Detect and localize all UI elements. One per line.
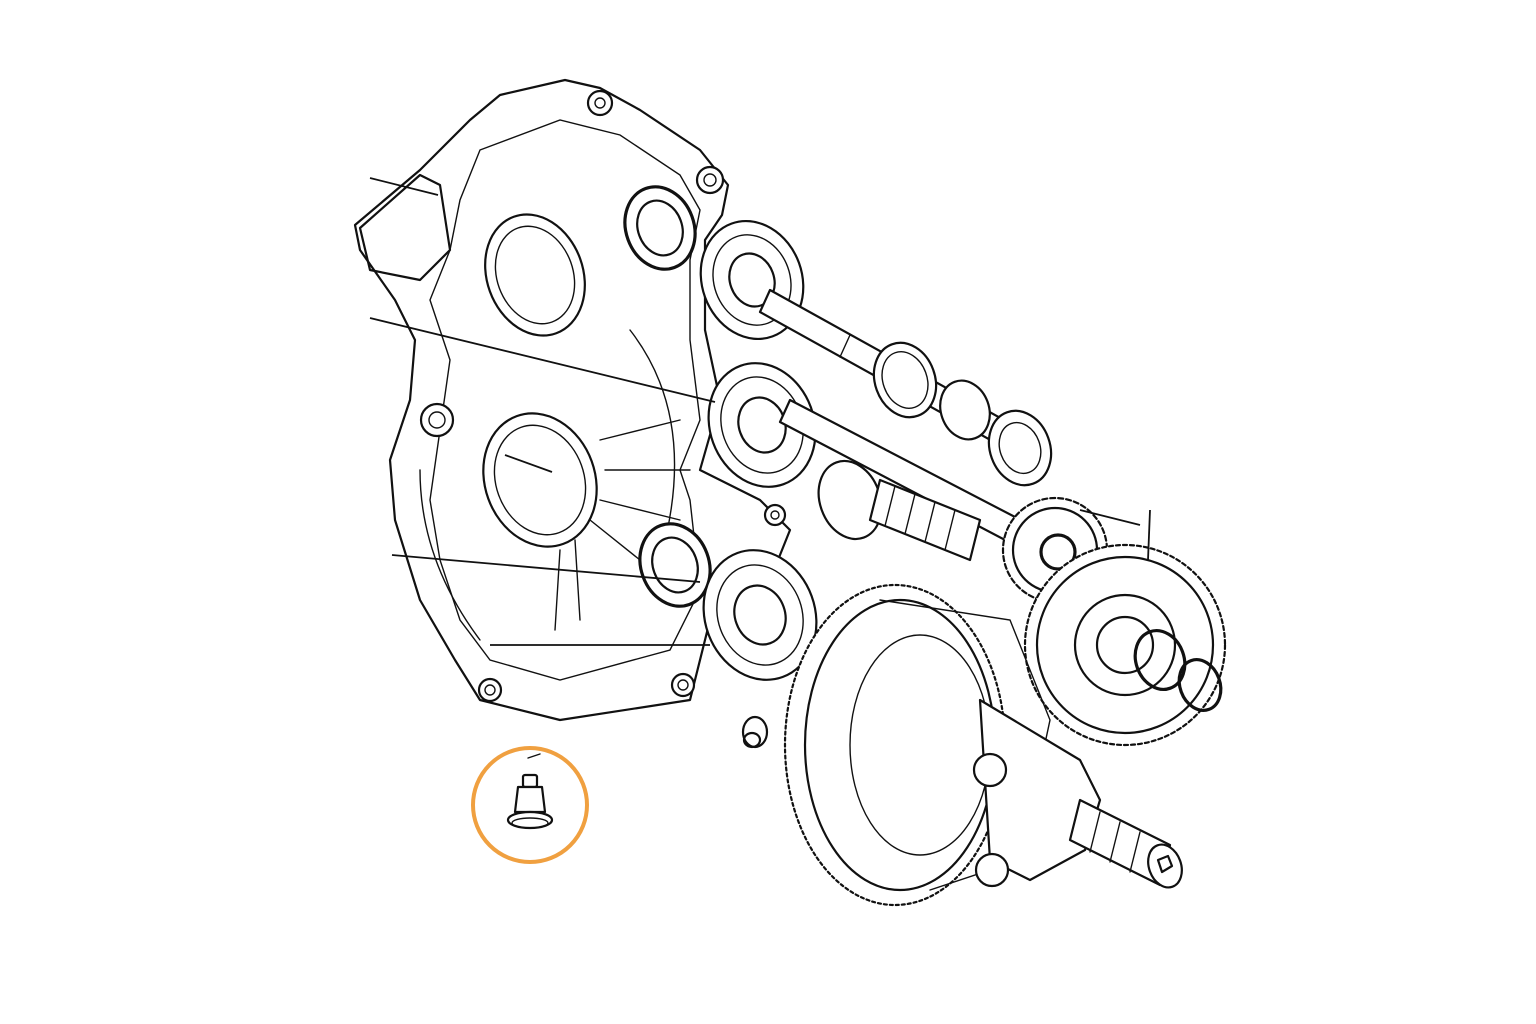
- ball-bearing-bottom[interactable]: [686, 534, 835, 696]
- dowel-pin[interactable]: [741, 715, 769, 749]
- pinion-gear-small[interactable]: [864, 334, 1061, 494]
- thrust-washer[interactable]: [1127, 624, 1193, 697]
- intermediate-gear-large[interactable]: [1023, 543, 1227, 747]
- differential-carrier[interactable]: [972, 698, 1102, 888]
- highlight-circle: [471, 746, 589, 864]
- splined-sleeve[interactable]: [808, 452, 982, 562]
- highlighted-part-callout[interactable]: [471, 746, 589, 864]
- drain-plug[interactable]: [506, 753, 554, 830]
- retaining-ring[interactable]: [1172, 654, 1227, 717]
- output-shaft[interactable]: [1068, 798, 1188, 892]
- oil-seal-upper[interactable]: [614, 177, 707, 279]
- leader-lines: [369, 177, 1151, 646]
- ball-bearing-middle[interactable]: [692, 348, 833, 502]
